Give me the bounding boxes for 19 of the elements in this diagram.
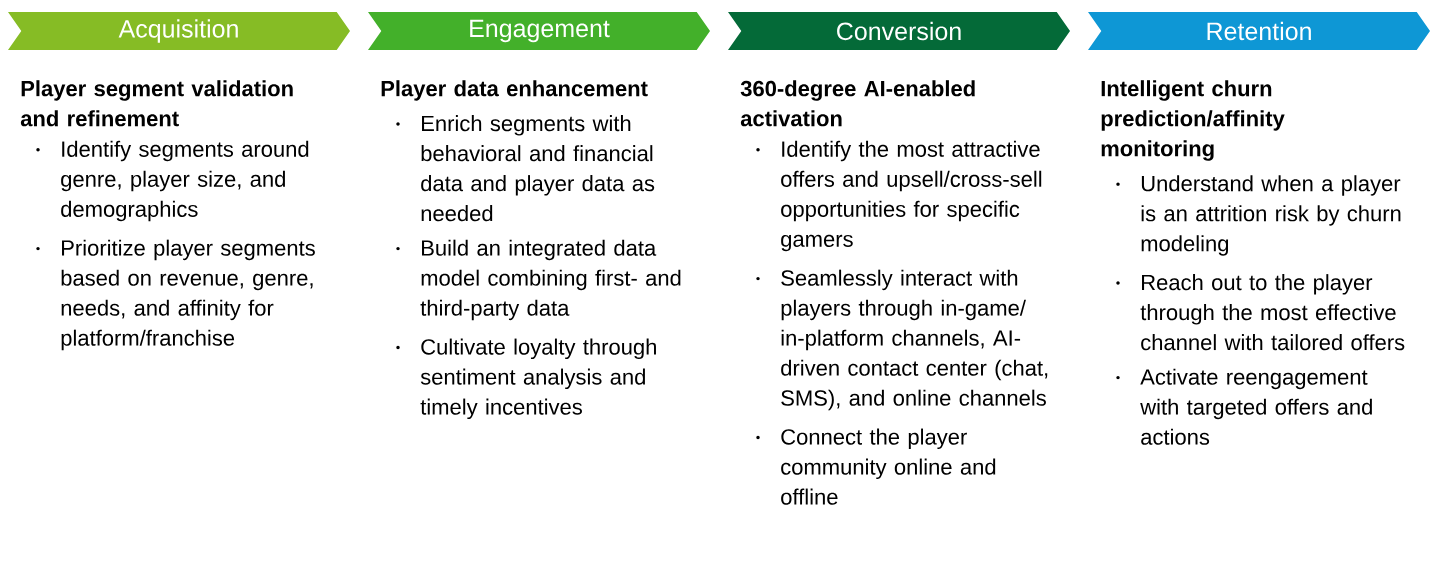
- bullet-item: Activate reengagement with targeted offers and actions: [1140, 368, 1372, 445]
- bullet-item: Seamlessly interact with players through in-game/ in-platform channels, AI-driven contact center (chat, SMS), and online channels: [781, 269, 1048, 411]
- stage-banner: Engagement: [368, 12, 710, 50]
- stage-banner: Acquisition: [8, 12, 350, 50]
- column-heading: Intelligent churn prediction/affinity monitoring: [1101, 80, 1285, 161]
- bullet-item: Identify segments around genre, player size, and demographics: [61, 140, 309, 222]
- bullet-item: Build an integrated data model combining first- and third-party data: [420, 239, 681, 321]
- column-heading: 360-degree AI-enabled activation: [740, 80, 975, 127]
- bullet-item: Understand when a player is an attrition risk by churn modeling: [1141, 175, 1401, 256]
- bullet-item: Connect the player community online and offline: [781, 428, 996, 505]
- stage-banner: Conversion: [728, 12, 1070, 50]
- bullet-item: Enrich segments with behavioral and financial data and player data as needed: [421, 115, 655, 222]
- bullet-item: Reach out to the player through the most effective channel with tailored offers: [1140, 274, 1405, 351]
- column-heading: Player data enhancement: [381, 80, 648, 101]
- bullet-item: Identify the most attractive offers and upsell/cross-sell opportunities for specific gamers: [781, 140, 1042, 252]
- stage-banner: Retention: [1088, 12, 1430, 50]
- bullet-item: Cultivate loyalty through sentiment analysis and timely incentives: [420, 338, 656, 420]
- column-heading: Player segment validation and refinement: [20, 80, 293, 127]
- bullet-item: Prioritize player segments based on revenue, genre, needs, and affinity for platform/franchise: [61, 239, 315, 351]
